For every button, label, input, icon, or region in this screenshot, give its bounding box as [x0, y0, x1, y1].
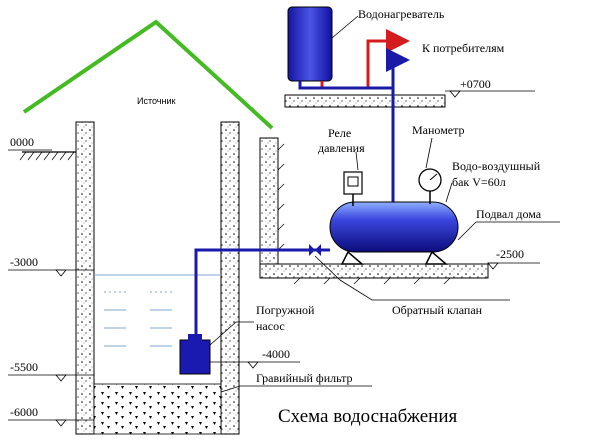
check-valve	[309, 244, 321, 256]
basement-leader	[457, 221, 477, 241]
manometer-leader	[425, 137, 433, 169]
gravel-filter	[93, 383, 222, 435]
water-heater-leader	[331, 15, 359, 39]
basement-label: Подвал дома	[476, 207, 542, 221]
roof-line	[22, 19, 274, 130]
submersible-pump	[179, 339, 211, 375]
well-wall-left	[75, 121, 95, 435]
pressure-relay-leader	[355, 151, 359, 171]
pump-label-line2: насос	[256, 319, 285, 333]
pressure-relay-label-line1: Реле	[328, 126, 351, 140]
level-0000-label: 0000	[10, 135, 34, 149]
pressure-relay-label-line2: давления	[318, 141, 365, 155]
check-valve-leader	[314, 255, 510, 301]
level-marker-minus-6000	[8, 419, 94, 427]
manometer-label: Манометр	[412, 123, 465, 137]
check-valve-label: Обратный клапан	[392, 303, 483, 317]
source-label: Источник	[137, 96, 175, 106]
level-marker-minus-4000	[210, 361, 300, 369]
house-wall	[259, 137, 279, 279]
cold-water-pipe-heater	[298, 81, 393, 90]
tank-leader	[445, 182, 453, 203]
gravel-leader	[220, 385, 372, 393]
level-minus-2500-label: -2500	[496, 247, 524, 261]
gravel-filter-label: Гравийный фильтр	[256, 371, 353, 385]
level-minus-3000-label: -3000	[10, 255, 38, 269]
level-marker-minus-3000	[8, 269, 94, 277]
level-minus-5500-label: -5500	[10, 360, 38, 374]
well-water	[94, 274, 221, 347]
diagram-title: Схема водоснабжения	[278, 406, 458, 427]
pump-leader	[209, 321, 254, 346]
ground-surface-left	[19, 151, 76, 161]
water-heater-label: Водонагреватель	[358, 7, 445, 21]
level-marker-minus-5500	[8, 374, 94, 382]
well-wall-right	[220, 121, 240, 435]
cold-water-pipe-riser	[386, 48, 410, 202]
house-wall-hatching	[277, 143, 451, 285]
pressure-relay-window	[347, 176, 359, 187]
level-marker-minus-2500	[487, 262, 540, 270]
level-plus-0700-label: +0700	[460, 77, 491, 91]
level-marker-plus-0700	[445, 90, 535, 98]
tank-label-line1: Водо-воздушный	[452, 159, 541, 173]
pump-cap	[188, 334, 202, 341]
manometer-needle	[429, 173, 438, 181]
water-heater	[287, 6, 333, 82]
tank-label-line2: бак V=60л	[452, 175, 506, 189]
cold-water-pipe-main	[194, 248, 330, 334]
tank-legs	[340, 250, 449, 265]
to-consumers-label: К потребителям	[422, 41, 505, 55]
level-minus-6000-label: -6000	[10, 405, 38, 419]
pump-label-line1: Погружной	[256, 303, 315, 317]
first-floor-slab	[284, 94, 446, 108]
water-air-tank	[329, 201, 459, 253]
level-minus-4000-label: -4000	[262, 347, 290, 361]
basement-floor	[259, 263, 489, 279]
